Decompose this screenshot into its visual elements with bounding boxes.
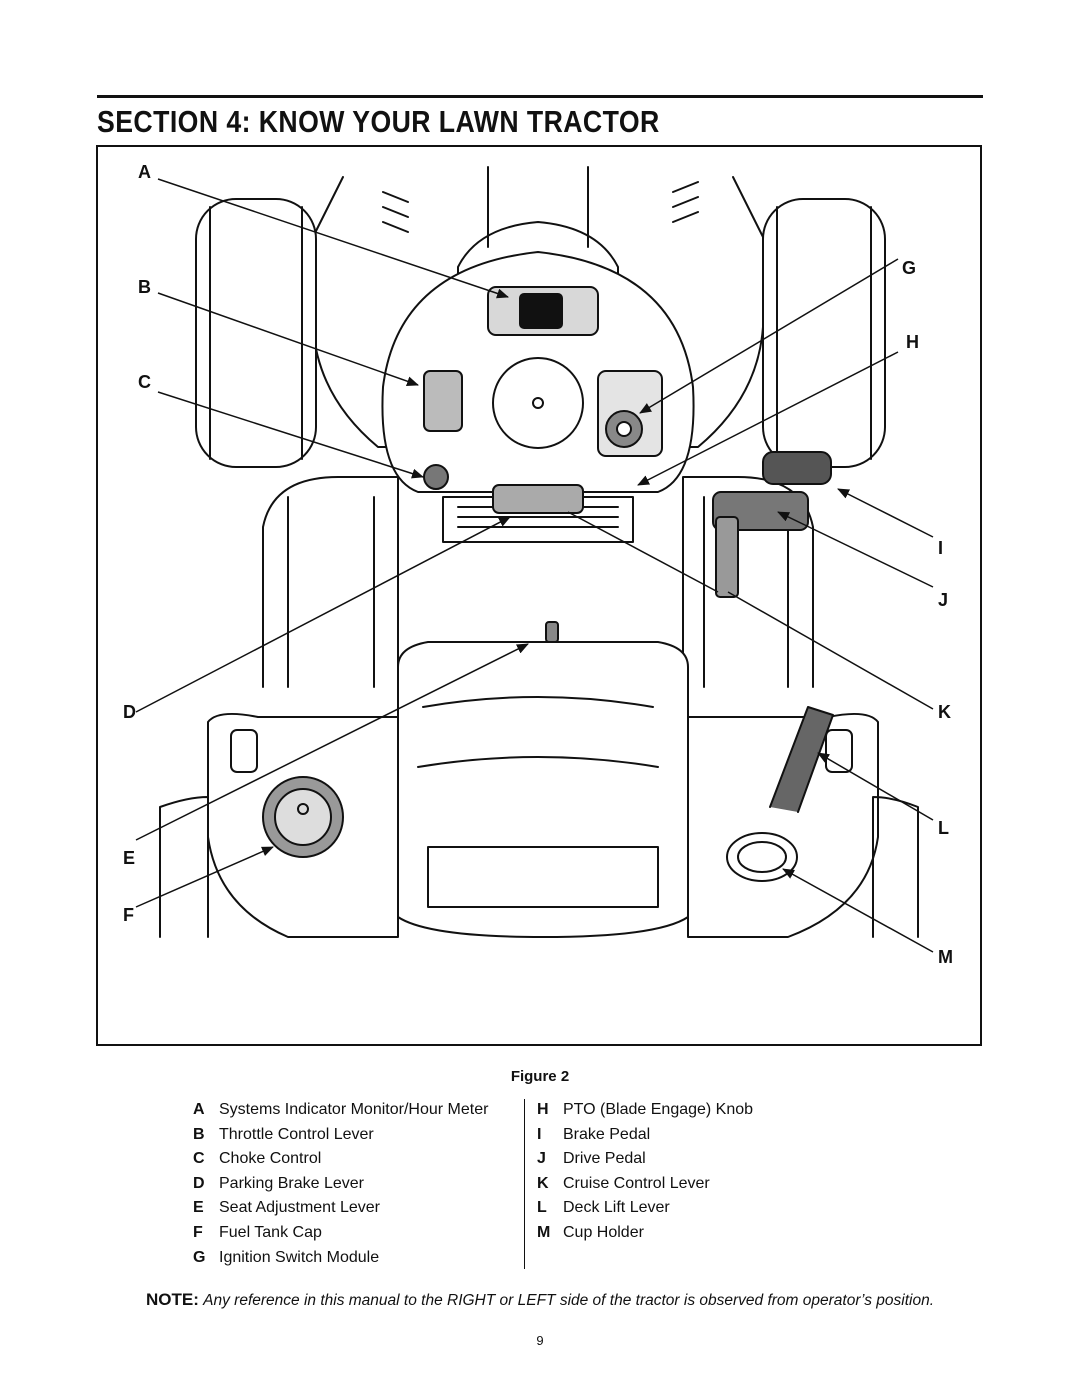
leader-f xyxy=(135,846,274,908)
legend-label: Choke Control xyxy=(219,1150,322,1168)
legend-key: F xyxy=(193,1223,203,1241)
legend-key: E xyxy=(193,1199,204,1217)
callout-m: M xyxy=(938,947,953,967)
legend-key: A xyxy=(193,1101,205,1118)
pedal-arm xyxy=(715,516,739,598)
leader-b xyxy=(157,292,419,387)
legend-label: Fuel Tank Cap xyxy=(219,1223,322,1241)
legend-item: G Ignition Switch Module xyxy=(193,1246,488,1271)
left-rear-tire xyxy=(159,796,209,938)
seat-adjust-lever xyxy=(545,621,559,643)
callout-g: G xyxy=(902,258,917,278)
legend-key: I xyxy=(537,1125,542,1143)
legend-label: Deck Lift Lever xyxy=(563,1199,670,1217)
choke-knob xyxy=(423,464,449,490)
leader-d1 xyxy=(135,516,511,713)
legend-key: G xyxy=(193,1248,206,1266)
right-fender xyxy=(687,712,879,938)
legend-item: H PTO (Blade Engage) Knob xyxy=(537,1098,753,1123)
legend-item: J Drive Pedal xyxy=(537,1147,753,1172)
leader-m xyxy=(782,868,934,953)
callout-h: H xyxy=(906,332,919,352)
legend-item: I Brake Pedal xyxy=(537,1123,753,1148)
legend-item: D Parking Brake Lever xyxy=(193,1172,488,1197)
leader-c xyxy=(157,391,424,479)
tractor-diagram: A B C D E F G H I J K L M xyxy=(96,145,982,1046)
note-text: Any reference in this manual to the RIGH… xyxy=(203,1292,935,1309)
legend-item: K Cruise Control Lever xyxy=(537,1172,753,1197)
legend-label: Brake Pedal xyxy=(563,1125,651,1143)
figure-caption: Figure 2 xyxy=(510,1068,570,1085)
legend-item: F Fuel Tank Cap xyxy=(193,1221,488,1246)
callout-i: I xyxy=(938,538,944,558)
left-front-tire xyxy=(195,198,317,468)
legend-key: K xyxy=(537,1174,549,1192)
legend-key: B xyxy=(193,1125,205,1143)
callout-k: K xyxy=(938,702,951,722)
legend-key: L xyxy=(537,1199,547,1217)
steering-hub xyxy=(492,357,584,449)
legend-item: B Throttle Control Lever xyxy=(193,1123,488,1148)
right-front-tire xyxy=(762,198,886,468)
deck-lift-lever xyxy=(769,706,834,813)
leader-e xyxy=(135,643,529,841)
throttle-lever xyxy=(423,370,463,432)
right-floorboard xyxy=(682,476,814,708)
callout-l: L xyxy=(938,818,949,838)
legend-key: J xyxy=(537,1150,546,1168)
legend-label: Cruise Control Lever xyxy=(563,1174,710,1192)
left-floorboard xyxy=(262,476,399,708)
seat xyxy=(397,641,689,938)
leader-d2 xyxy=(567,511,719,593)
leader-h xyxy=(637,351,899,486)
legend-label: Parking Brake Lever xyxy=(219,1174,364,1192)
callout-e: E xyxy=(123,848,136,868)
right-rear-tire xyxy=(872,796,919,938)
page-number: 9 xyxy=(536,1333,544,1348)
callout-c: C xyxy=(138,372,151,392)
leader-g xyxy=(639,258,899,414)
hood-grille xyxy=(382,166,699,248)
cup-holder xyxy=(726,832,798,882)
legend-key: H xyxy=(537,1101,549,1118)
legend-key: D xyxy=(193,1174,205,1192)
callout-d: D xyxy=(123,702,136,722)
legend-label: Cup Holder xyxy=(563,1223,644,1241)
legend-key: M xyxy=(537,1223,551,1241)
leader-j xyxy=(777,511,934,588)
legend-label: Seat Adjustment Lever xyxy=(219,1199,380,1217)
leader-i xyxy=(837,488,934,538)
leader-k xyxy=(727,591,934,710)
callout-a: A xyxy=(138,162,151,182)
tractor-illustration xyxy=(135,166,934,953)
orientation-note: NOTE: Any reference in this manual to th… xyxy=(0,1290,1080,1310)
legend-label: Systems Indicator Monitor/Hour Meter xyxy=(219,1101,489,1118)
legend-label: PTO (Blade Engage) Knob xyxy=(563,1101,754,1118)
hood-outline xyxy=(312,176,764,448)
legend-label: Ignition Switch Module xyxy=(219,1248,380,1266)
center-switches xyxy=(492,484,584,514)
legend-divider xyxy=(524,1099,525,1269)
legend-item: M Cup Holder xyxy=(537,1221,753,1246)
callout-f: F xyxy=(123,905,134,925)
cruise-lever-handle xyxy=(762,451,832,485)
leader-l xyxy=(817,752,934,821)
legend-item: L Deck Lift Lever xyxy=(537,1196,753,1221)
leader-a xyxy=(157,178,509,299)
callout-b: B xyxy=(138,277,151,297)
section-title: SECTION 4: KNOW YOUR LAWN TRACTOR xyxy=(97,104,660,139)
legend-item: A Systems Indicator Monitor/Hour Meter xyxy=(193,1098,488,1123)
legend-label: Drive Pedal xyxy=(563,1150,646,1168)
legend-item: E Seat Adjustment Lever xyxy=(193,1196,488,1221)
legend-label: Throttle Control Lever xyxy=(219,1125,374,1143)
legend-key: C xyxy=(193,1150,205,1168)
callout-j: J xyxy=(938,590,949,610)
header-rule xyxy=(97,95,983,98)
legend-item: C Choke Control xyxy=(193,1147,488,1172)
note-lead: NOTE: xyxy=(145,1290,199,1309)
